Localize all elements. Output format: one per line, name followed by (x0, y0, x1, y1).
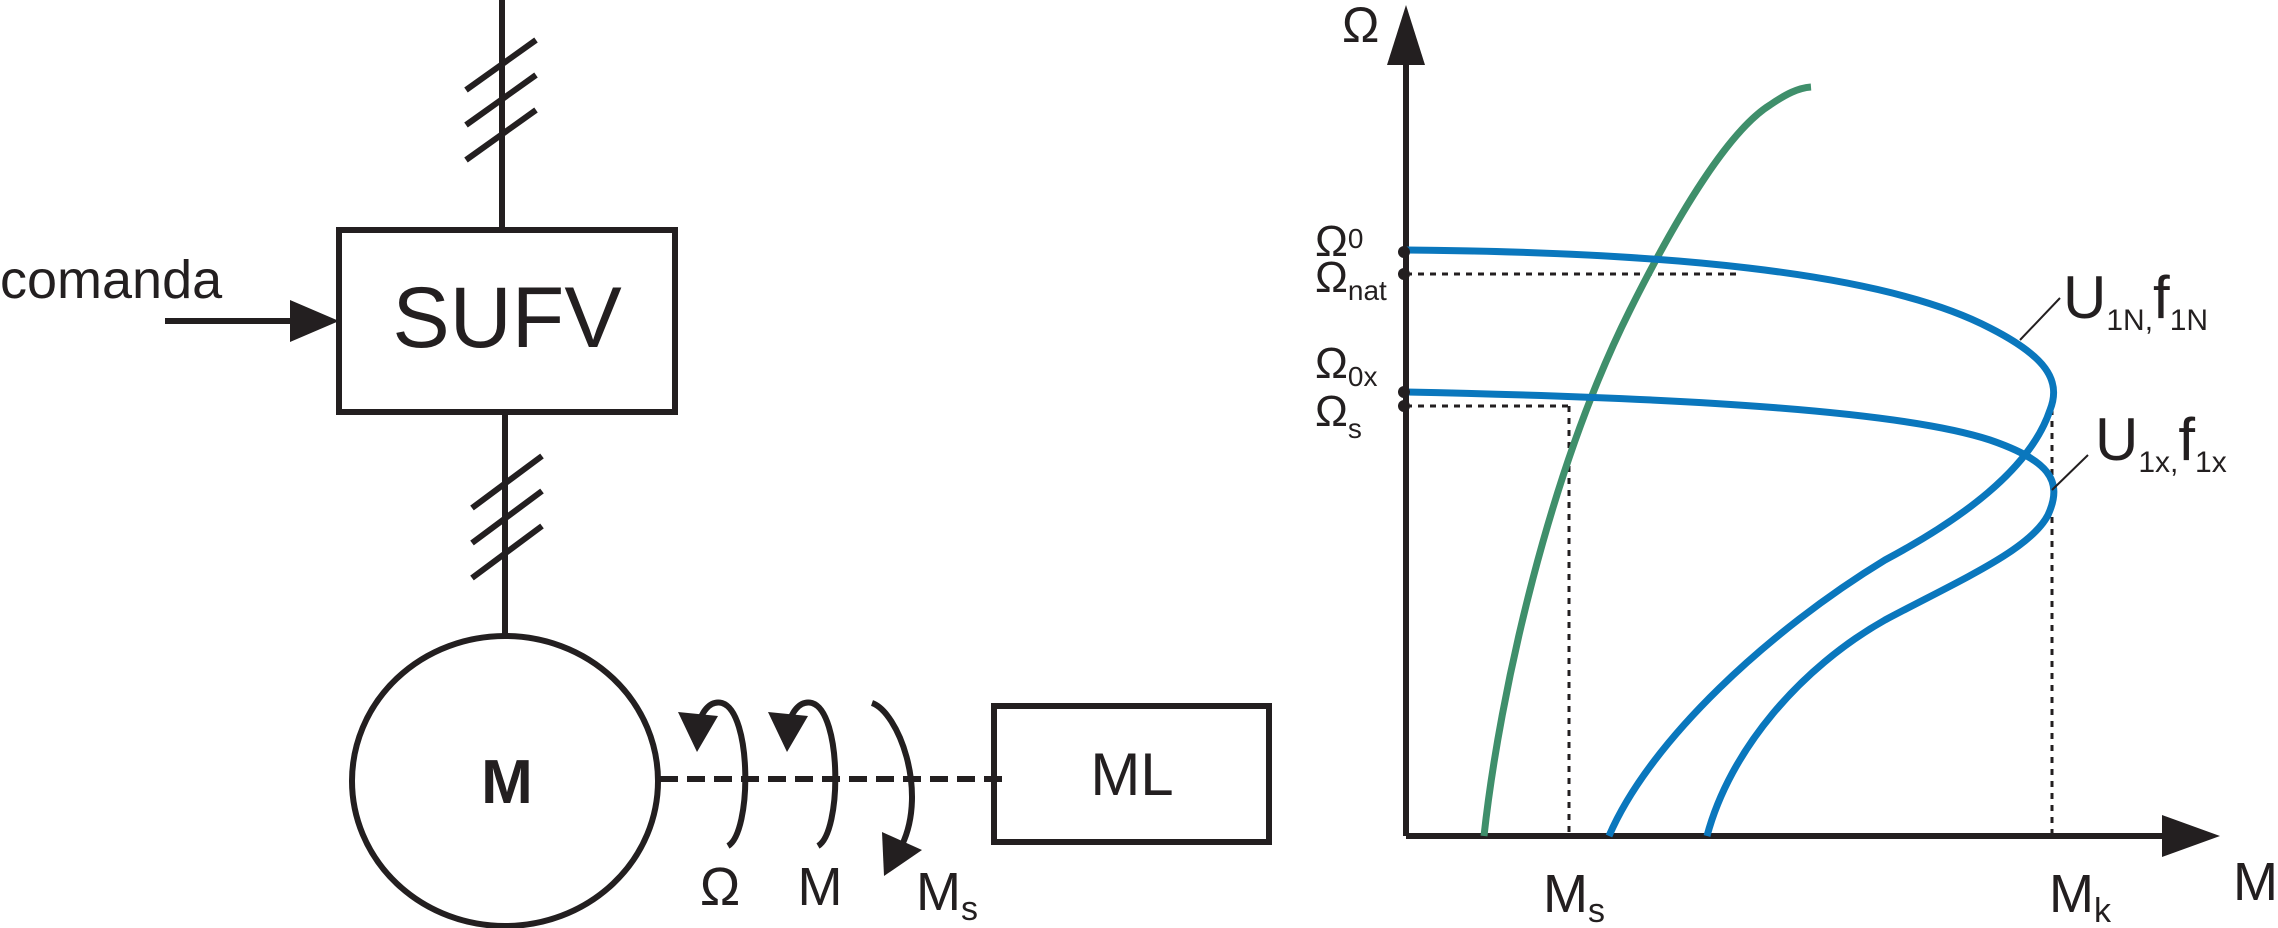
load-characteristic-curve (1480, 83, 1812, 837)
nominal-curve-label: U1N,f1N (2063, 264, 2208, 337)
block-diagram (165, 0, 1272, 928)
reduced-curve-label: U1x,f1x (2095, 406, 2227, 479)
x-axis-arrowhead (2162, 815, 2220, 857)
nominal-curve-leader (2019, 297, 2061, 341)
load-torque-rotation-arrow (870, 700, 922, 876)
torque-rotation-arrow (768, 699, 839, 849)
three-phase-marks-bottom (470, 453, 544, 581)
speed-rotation-arrow (678, 699, 749, 849)
y-axis-arrowhead (1387, 5, 1425, 65)
speed-torque-graph (1387, 5, 2220, 857)
motor-curve-reduced (1405, 388, 2058, 837)
y-axis-label: Ω (1342, 0, 1379, 53)
reference-lines (1406, 272, 2054, 836)
reduced-curve-leader (2051, 454, 2089, 491)
motor-circle (349, 633, 661, 928)
converter-label: SUFV (392, 270, 621, 366)
load-box (991, 703, 1272, 845)
motor-curve-nominal (1405, 246, 2058, 838)
load-label: ML (1090, 741, 1173, 808)
shaft-torque-label: M (798, 857, 843, 917)
y-axis-points (1398, 246, 1410, 412)
three-phase-marks-top (464, 37, 538, 163)
command-arrow-head (290, 300, 339, 342)
omega0x-tick-label: Ω0x (1315, 339, 1377, 392)
omega0-tick-label: Ω0 (1315, 217, 1363, 266)
x-axis-label: M (2233, 852, 2278, 912)
mk-tick-label: Mk (2049, 864, 2112, 928)
omeganat-tick-label: Ωnat (1315, 253, 1387, 306)
shaft-load-torque-label: Ms (916, 862, 978, 928)
command-label: comanda (0, 250, 223, 310)
shaft-speed-label: Ω (700, 857, 740, 917)
motor-label: M (481, 748, 533, 817)
omegas-tick-label: Ωs (1315, 387, 1362, 444)
ms-tick-label: Ms (1543, 864, 1605, 928)
